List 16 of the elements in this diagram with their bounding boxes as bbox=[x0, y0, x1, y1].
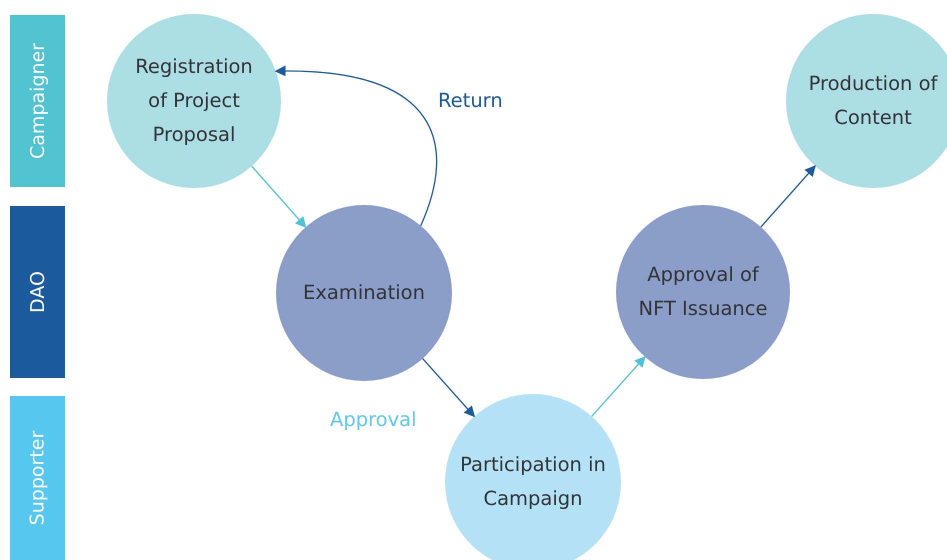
lane-label: DAO bbox=[26, 271, 48, 313]
arrow bbox=[274, 66, 438, 226]
node-label: Examination bbox=[303, 280, 425, 306]
node-label: Production of Content bbox=[808, 71, 938, 131]
node-label: Participation in Campaign bbox=[459, 452, 607, 512]
lane-band bbox=[10, 206, 65, 378]
node-label: Registration of Project Proposal bbox=[134, 54, 254, 148]
arrow bbox=[591, 356, 646, 417]
lane-band bbox=[10, 396, 65, 560]
lane-band bbox=[10, 15, 65, 187]
lane-label: Supporter bbox=[26, 430, 48, 526]
node-label: Approval of NFT Issuance bbox=[637, 262, 769, 322]
lane-label: Campaigner bbox=[26, 43, 48, 159]
arrow bbox=[251, 166, 306, 228]
arrow bbox=[422, 358, 476, 418]
arrow bbox=[760, 165, 816, 228]
